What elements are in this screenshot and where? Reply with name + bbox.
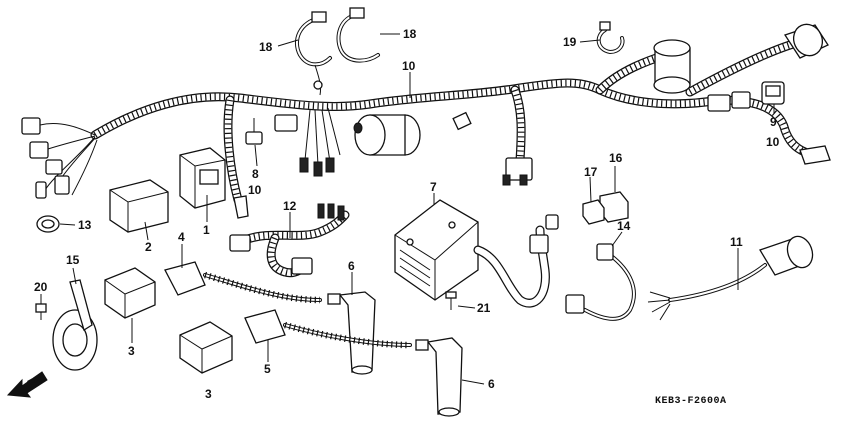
bracket-connector[interactable] [245, 118, 263, 145]
ignition-coil-upper[interactable] [104, 261, 322, 319]
sub-harness[interactable] [229, 203, 350, 278]
callout-12: 12 [283, 199, 297, 213]
spark-plug-cap-lower[interactable] [415, 337, 463, 417]
sub-cord[interactable] [565, 243, 636, 321]
wire-clamp-left[interactable] [294, 11, 332, 67]
callout-10-left: 10 [248, 183, 262, 197]
drawing-code: KEB3-F2600A [655, 396, 727, 407]
callout-13: 13 [78, 218, 92, 232]
hanger-wire[interactable] [313, 64, 323, 96]
front-coupler[interactable] [707, 91, 751, 112]
callout-18-left: 18 [259, 40, 273, 54]
callout-16: 16 [609, 151, 623, 165]
callout-21: 21 [477, 301, 491, 315]
callout-17: 17 [584, 165, 598, 179]
right-clip[interactable] [799, 145, 831, 165]
callout-6-lower: 6 [488, 377, 495, 391]
ignition-wires[interactable] [274, 107, 341, 177]
callout-3-lower: 3 [205, 387, 212, 401]
callout-14: 14 [617, 219, 631, 233]
callout-10-top: 10 [402, 59, 416, 73]
regulator-bolt[interactable] [445, 291, 457, 310]
callout-4: 4 [178, 230, 185, 244]
front-cylinder-left[interactable] [653, 39, 691, 94]
harness-canister[interactable] [353, 114, 421, 156]
callout-9: 9 [770, 115, 777, 129]
small-clamp[interactable] [596, 21, 625, 55]
callout-7: 7 [430, 180, 437, 194]
center-coupler[interactable] [502, 157, 533, 186]
callout-11: 11 [730, 235, 743, 249]
harness-clip-left[interactable] [233, 195, 249, 219]
callout-15: 15 [66, 253, 80, 267]
left-connector-cluster[interactable] [21, 117, 98, 199]
regulator-rectifier[interactable] [394, 199, 559, 308]
callout-8: 8 [252, 167, 259, 181]
front-cylinder-right[interactable] [783, 20, 829, 61]
callout-5: 5 [264, 362, 271, 376]
horn[interactable] [52, 279, 98, 371]
callout-3-upper: 3 [128, 344, 135, 358]
callout-10-right: 10 [766, 135, 780, 149]
sensor-cord[interactable] [647, 233, 817, 321]
relay-17[interactable] [582, 199, 605, 225]
band-clip[interactable] [36, 215, 60, 233]
turn-relay[interactable] [761, 81, 785, 105]
relay-unit[interactable] [179, 147, 226, 209]
spark-plug-cap-upper[interactable] [327, 291, 376, 375]
leader-lines [40, 33, 775, 385]
ignition-coil-lower[interactable] [179, 309, 412, 374]
callout-1: 1 [203, 223, 210, 237]
front-direction-arrow [6, 371, 48, 398]
callout-6-upper: 6 [348, 259, 355, 273]
callout-18-right: 18 [403, 27, 417, 41]
horn-bolt[interactable] [35, 303, 47, 320]
cdi-unit[interactable] [109, 179, 169, 233]
main-wire-harness[interactable] [90, 37, 810, 205]
wire-clamp-right[interactable] [336, 7, 380, 63]
harness-tab[interactable] [452, 111, 472, 131]
callout-2: 2 [145, 240, 152, 254]
callout-19: 19 [563, 35, 577, 49]
callout-20: 20 [34, 280, 48, 294]
